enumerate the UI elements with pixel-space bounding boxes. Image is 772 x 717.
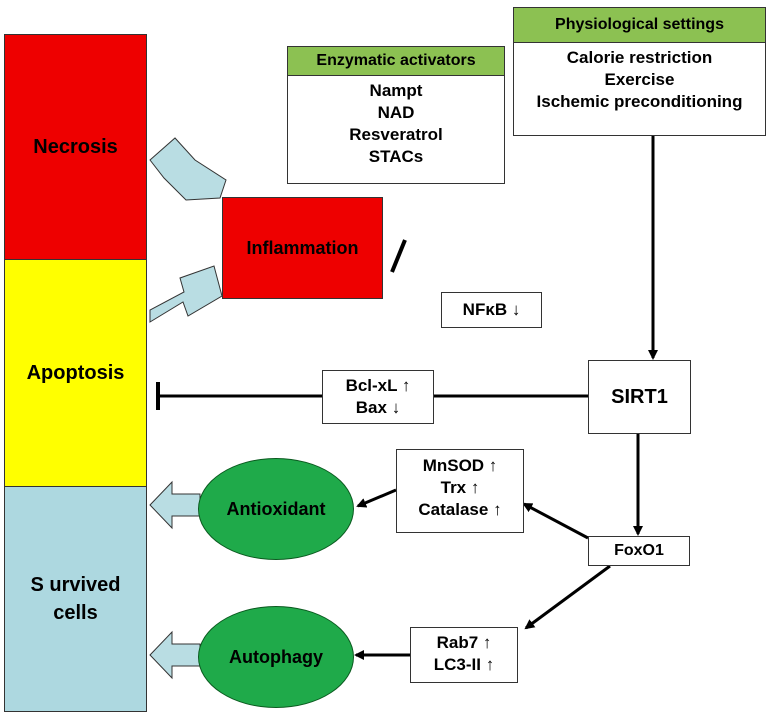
necrosis-zone: Necrosis (4, 34, 147, 260)
apoptosis-to-inflammation-arrow (149, 265, 223, 323)
survived-label-line1: S urvived (30, 574, 121, 596)
enzymatic-activators-box: Enzymatic activators Nampt NAD Resveratr… (287, 46, 505, 184)
antioxidant-target: Trx ↑ (440, 478, 480, 497)
sirt1-label: SIRT1 (611, 386, 668, 408)
inflammation-box: Inflammation (222, 197, 383, 299)
autophagy-targets-box: Rab7 ↑ LC3-II ↑ (410, 627, 518, 683)
autophagy-to-survived-arrow (149, 630, 201, 680)
physiological-item: Calorie restriction (566, 48, 713, 67)
foxo1-label: FoxO1 (614, 542, 664, 559)
necrosis-label: Necrosis (33, 135, 118, 158)
nfkb-label: NFκB ↓ (462, 300, 521, 319)
enzymatic-activators-title: Enzymatic activators (288, 47, 504, 76)
autophagy-ellipse: Autophagy (198, 606, 354, 708)
targets-to-antioxidant-arrow (356, 488, 397, 508)
sirt1-box: SIRT1 (588, 360, 691, 434)
apoptosis-label: Apoptosis (26, 361, 125, 384)
physiological-settings-box: Physiological settings Calorie restricti… (513, 7, 766, 136)
inflammation-inhibition-slash (390, 239, 407, 273)
survived-cells-zone: S urvived cells (4, 486, 147, 712)
physiological-item: Ischemic preconditioning (536, 92, 743, 111)
apoptosis-zone: Apoptosis (4, 259, 147, 487)
foxo1-to-antioxidant-targets-arrow (522, 502, 589, 540)
antioxidant-targets-box: MnSOD ↑ Trx ↑ Catalase ↑ (396, 449, 524, 533)
bcl-item: Bcl-xL ↑ (345, 376, 411, 395)
nfkb-box: NFκB ↓ (441, 292, 542, 328)
survived-label-line2: cells (53, 602, 98, 624)
antioxidant-target: Catalase ↑ (418, 500, 502, 519)
physiological-item: Exercise (604, 70, 675, 89)
inflammation-label: Inflammation (246, 237, 359, 258)
antioxidant-label: Antioxidant (226, 498, 326, 519)
autophagy-target: Rab7 ↑ (436, 633, 492, 652)
bcl-item: Bax ↓ (355, 398, 401, 417)
antioxidant-target: MnSOD ↑ (422, 456, 498, 475)
foxo1-to-autophagy-targets-arrow (524, 564, 611, 630)
enzymatic-item: STACs (368, 147, 424, 166)
enzymatic-item: Nampt (369, 81, 423, 100)
antioxidant-ellipse: Antioxidant (198, 458, 354, 560)
bcl-bax-box: Bcl-xL ↑ Bax ↓ (322, 370, 434, 424)
antioxidant-to-survived-arrow (149, 480, 201, 530)
autophagy-label: Autophagy (229, 646, 323, 667)
physiological-settings-title: Physiological settings (514, 8, 765, 43)
enzymatic-item: NAD (377, 103, 415, 122)
necrosis-to-inflammation-arrow (149, 137, 227, 201)
foxo1-box: FoxO1 (588, 536, 690, 566)
enzymatic-item: Resveratrol (349, 125, 443, 144)
autophagy-target: LC3-II ↑ (433, 655, 495, 674)
